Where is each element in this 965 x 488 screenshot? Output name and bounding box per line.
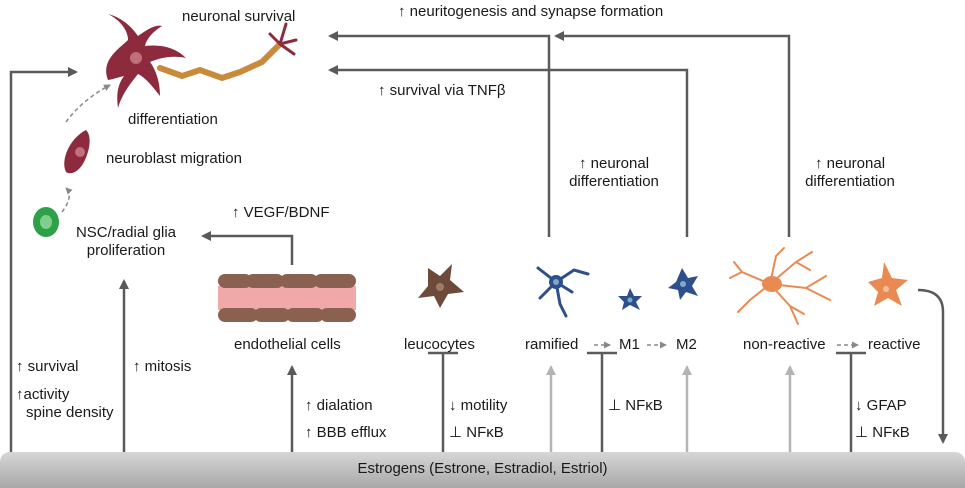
label-gfap-text: GFAP <box>866 397 907 414</box>
label-activity-text: activity <box>23 386 70 403</box>
leucocyte-icon <box>418 264 464 308</box>
label-neuronal-diff-1-line1: neuronal <box>590 155 650 172</box>
label-nsc-line2: proliferation <box>86 242 166 259</box>
label-reactive: reactive <box>868 336 921 353</box>
up-arrow-icon: ↑ <box>398 3 406 20</box>
up-arrow-icon: ↑ <box>305 424 313 441</box>
label-neuritogenesis: ↑ neuritogenesis and synapse formation <box>398 3 663 21</box>
label-nfkb-leuco-text: NFκB <box>466 424 504 441</box>
label-neuronal-diff-1: ↑ neuronal differentiation <box>550 155 678 191</box>
label-neuroblast-migration: neuroblast migration <box>106 150 242 167</box>
label-nfkb-leuco: ⊥ NFκB <box>449 424 504 442</box>
endothelial-icon <box>218 274 356 322</box>
label-ramified: ramified <box>525 336 579 353</box>
tnf-arrow <box>328 65 689 237</box>
down-arrow-icon: ↓ <box>449 397 457 414</box>
inhibit-icon: ⊥ <box>855 424 869 441</box>
label-dialation-text: dialation <box>316 397 373 414</box>
label-gfap: ↓ GFAP <box>855 397 907 415</box>
label-neuritogenesis-text: neuritogenesis and synapse formation <box>409 3 664 20</box>
label-activity: ↑activity spine density <box>16 386 114 422</box>
vegf-arrow <box>201 231 294 265</box>
label-vegf-text: VEGF/BDNF <box>243 204 330 221</box>
label-survival-tnf: ↑ survival via TNFβ <box>378 82 506 100</box>
label-survival: ↑ survival <box>16 358 79 376</box>
up-arrow-icon: ↑ <box>305 397 313 414</box>
up-arrow-icon: ↑ <box>16 358 24 375</box>
label-nsc-line1: NSC/radial glia <box>75 224 177 241</box>
label-neuronal-diff-2-line2: differentiation <box>805 173 895 190</box>
label-nfkb-micro: ⊥ NFκB <box>608 397 663 415</box>
label-survival-text: survival <box>27 358 79 375</box>
nsc-icon <box>33 207 59 237</box>
label-mitosis-text: mitosis <box>144 358 192 375</box>
neuroblast-neuron-dashed <box>65 84 111 123</box>
neuron-icon <box>106 14 298 108</box>
reactive-astrocyte-icon <box>868 262 908 306</box>
label-m1: M1 <box>619 336 640 353</box>
reactive-down-arrow <box>917 288 948 444</box>
nsc-neuroblast-dashed <box>61 187 73 213</box>
ramified-microglia-icon <box>536 266 590 318</box>
m2-microglia-icon <box>668 268 698 300</box>
neuritogenesis-arrow-1 <box>328 31 551 237</box>
up-arrow-icon: ↑ <box>232 204 240 221</box>
label-bbb: ↑ BBB efflux <box>305 424 386 442</box>
label-non-reactive: non-reactive <box>743 336 826 353</box>
label-dialation: ↑ dialation <box>305 397 373 415</box>
neuroblast-icon <box>64 130 90 174</box>
label-vegf: ↑ VEGF/BDNF <box>232 204 330 222</box>
label-motility-text: motility <box>460 397 508 414</box>
up-arrow-icon: ↑ <box>578 155 587 172</box>
label-motility: ↓ motility <box>449 397 507 415</box>
m1-microglia-icon <box>618 288 642 310</box>
label-neuronal-survival: neuronal survival <box>182 8 296 25</box>
label-nfkb-micro-text: NFκB <box>625 397 663 414</box>
label-endothelial: endothelial cells <box>234 336 341 353</box>
label-neuronal-diff-2-line1: neuronal <box>826 155 886 172</box>
label-survival-tnf-text: survival via TNFβ <box>389 82 506 99</box>
neuritogenesis-arrow-2 <box>554 31 791 237</box>
inhibit-icon: ⊥ <box>608 397 622 414</box>
up-arrow-icon: ↑ <box>378 82 386 99</box>
label-spine-density: spine density <box>26 404 114 421</box>
estrogens-label: Estrogens (Estrone, Estradiol, Estriol) <box>357 460 608 477</box>
label-m2: M2 <box>676 336 697 353</box>
up-arrow-icon: ↑ <box>133 358 141 375</box>
label-neuronal-diff-2: ↑ neuronal differentiation <box>786 155 914 191</box>
label-nfkb-astro: ⊥ NFκB <box>855 424 910 442</box>
up-arrow-icon: ↑ <box>16 386 24 403</box>
label-nfkb-astro-text: NFκB <box>872 424 910 441</box>
survival-arrow <box>9 67 78 452</box>
label-differentiation: differentiation <box>128 111 218 128</box>
label-mitosis: ↑ mitosis <box>133 358 191 376</box>
label-neuronal-diff-1-line2: differentiation <box>569 173 659 190</box>
estrogens-bar: Estrogens (Estrone, Estradiol, Estriol) <box>0 452 965 488</box>
up-arrow-icon: ↑ <box>814 155 823 172</box>
down-arrow-icon: ↓ <box>855 397 863 414</box>
non-reactive-astrocyte-icon <box>729 247 831 325</box>
label-nsc: NSC/radial glia proliferation <box>58 224 194 260</box>
label-bbb-text: BBB efflux <box>316 424 387 441</box>
inhibit-icon: ⊥ <box>449 424 463 441</box>
label-leucocytes: leucocytes <box>404 336 475 353</box>
